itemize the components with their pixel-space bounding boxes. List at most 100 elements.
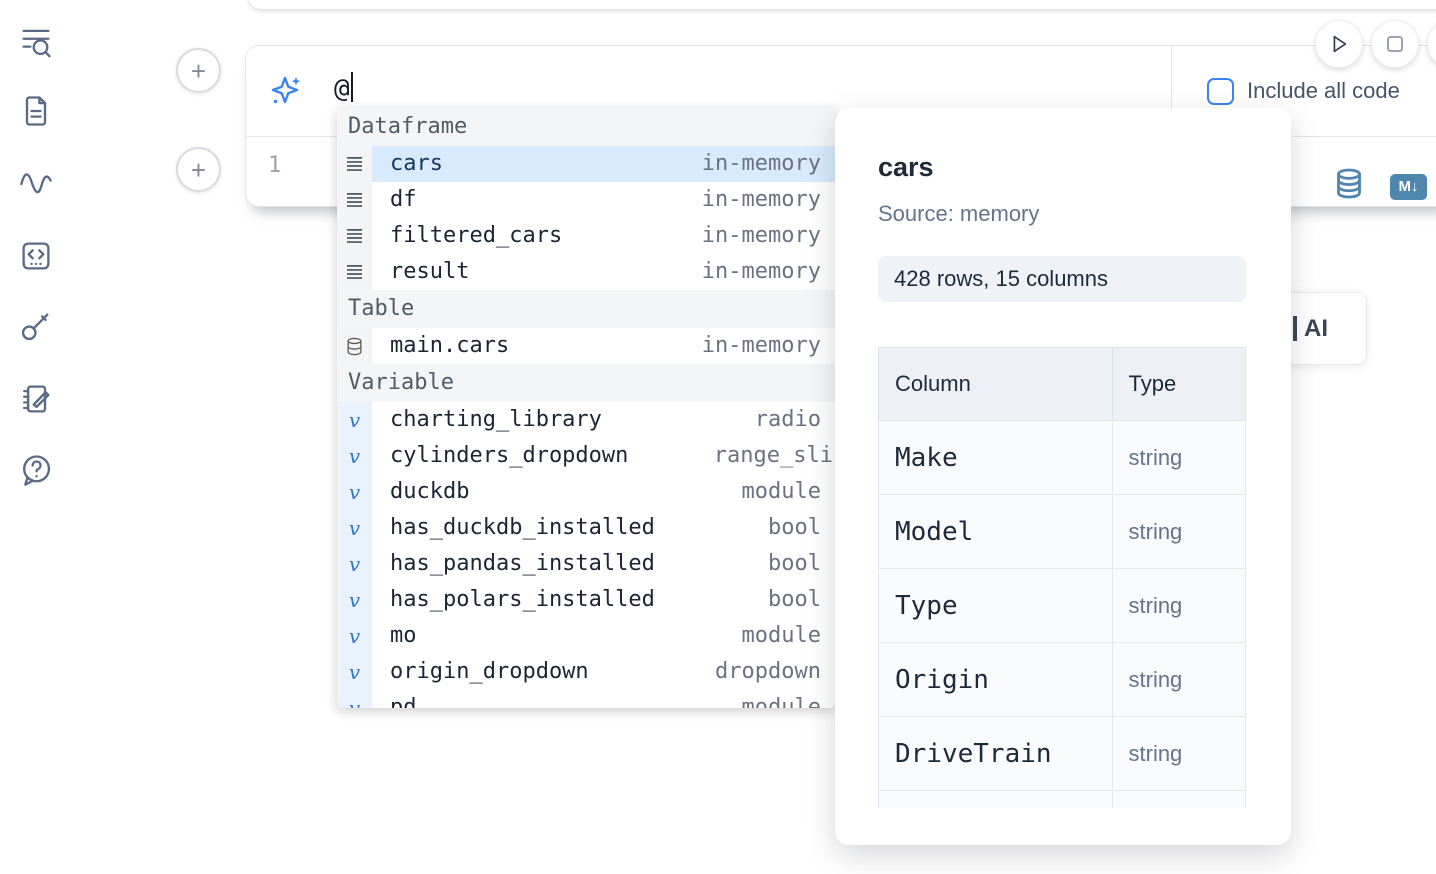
autocomplete-item[interactable]: main.cars in-memory <box>337 328 835 364</box>
section-header: Variable <box>337 364 835 402</box>
item-type: bool <box>768 515 821 540</box>
section-header: Dataframe <box>337 108 835 146</box>
help-icon[interactable] <box>17 452 55 490</box>
include-all-code-checkbox[interactable] <box>1207 77 1234 105</box>
add-cell-button-top[interactable]: + <box>176 48 221 93</box>
item-type: bool <box>768 587 821 612</box>
rows-icon <box>337 254 372 290</box>
variable-icon: v <box>337 510 372 546</box>
item-name: df <box>390 187 417 212</box>
autocomplete-dropdown: Dataframe cars in-memory df in-memory filtere… <box>337 108 835 708</box>
rows-icon <box>337 182 372 218</box>
item-type: module <box>741 623 821 648</box>
sidebar <box>0 0 70 874</box>
autocomplete-item[interactable]: cars in-memory <box>337 146 835 182</box>
col-header-type: Type <box>1111 347 1246 421</box>
item-type: range_sli <box>713 443 833 468</box>
prompt-text: @ <box>334 74 350 104</box>
variable-icon: v <box>337 438 372 474</box>
item-type: in-memory <box>701 151 821 176</box>
variable-icon: v <box>337 402 372 438</box>
autocomplete-item[interactable]: v pd module <box>337 690 835 708</box>
item-name: charting_library <box>390 407 602 432</box>
item-type: dropdown <box>715 659 821 684</box>
table-of-contents-icon[interactable] <box>17 23 55 61</box>
secrets-key-icon[interactable] <box>17 308 55 346</box>
item-type: module <box>741 695 821 708</box>
item-type: radio <box>754 407 821 432</box>
autocomplete-item[interactable]: v origin_dropdown dropdown <box>337 654 835 690</box>
item-name: main.cars <box>390 333 510 358</box>
activity-icon[interactable] <box>17 166 55 204</box>
table-row-clipped <box>878 790 1246 808</box>
item-name: has_pandas_installed <box>390 551 655 576</box>
markdown-cell-toggle-icon[interactable]: M↓ <box>1390 174 1427 200</box>
previous-cell <box>247 0 1436 10</box>
run-cell-button[interactable] <box>1315 20 1363 68</box>
prompt-divider <box>1171 46 1172 136</box>
ai-sparkles-icon <box>269 74 303 113</box>
line-number: 1 <box>268 153 282 178</box>
autocomplete-item[interactable]: result in-memory <box>337 254 835 290</box>
item-name: pd <box>390 695 417 708</box>
item-name: result <box>390 259 470 284</box>
rows-icon <box>337 218 372 254</box>
files-icon[interactable] <box>17 93 55 131</box>
text-caret <box>350 72 354 102</box>
variable-icon: v <box>337 474 372 510</box>
section-header: Table <box>337 290 835 328</box>
item-type: bool <box>768 551 821 576</box>
variable-icon: v <box>337 582 372 618</box>
autocomplete-item[interactable]: v cylinders_dropdown range_sli <box>337 438 835 474</box>
ai-prompt-input[interactable]: @ <box>334 72 354 104</box>
preview-title: cars <box>878 152 934 182</box>
sql-cell-toggle-icon[interactable] <box>1335 168 1363 202</box>
autocomplete-item[interactable]: df in-memory <box>337 182 835 218</box>
item-type: in-memory <box>701 333 821 358</box>
dataframe-preview-panel: cars Source: memory 428 rows, 15 columns… <box>835 108 1291 845</box>
item-name: origin_dropdown <box>390 659 589 684</box>
autocomplete-item[interactable]: v has_duckdb_installed bool <box>337 510 835 546</box>
shape-badge: 428 rows, 15 columns <box>878 256 1246 302</box>
scratchpad-icon[interactable] <box>17 381 55 419</box>
item-type: in-memory <box>701 187 821 212</box>
autocomplete-item[interactable]: v has_pandas_installed bool <box>337 546 835 582</box>
item-name: filtered_cars <box>390 223 563 248</box>
autocomplete-item[interactable]: v has_polars_installed bool <box>337 582 835 618</box>
database-icon <box>337 328 372 364</box>
item-name: duckdb <box>390 479 470 504</box>
item-name: has_polars_installed <box>390 587 655 612</box>
variable-icon: v <box>337 546 372 582</box>
item-type: in-memory <box>701 259 821 284</box>
variable-icon: v <box>337 654 372 690</box>
snippets-icon[interactable] <box>17 238 55 276</box>
variable-icon: v <box>337 690 372 708</box>
add-cell-button-bottom[interactable]: + <box>176 147 221 192</box>
autocomplete-item[interactable]: v charting_library radio <box>337 402 835 438</box>
item-name: cylinders_dropdown <box>390 443 629 468</box>
clipped-glyph <box>1293 316 1297 341</box>
autocomplete-list: Dataframe cars in-memory df in-memory filtere… <box>337 108 835 708</box>
ai-button-label: AI <box>1304 314 1328 342</box>
variable-icon: v <box>337 618 372 654</box>
item-name: has_duckdb_installed <box>390 515 655 540</box>
stop-kernel-button[interactable] <box>1371 20 1419 68</box>
include-all-code-label: Include all code <box>1247 78 1400 103</box>
item-name: cars <box>390 151 443 176</box>
item-type: module <box>741 479 821 504</box>
item-name: mo <box>390 623 417 648</box>
rows-icon <box>337 146 372 182</box>
preview-source: Source: memory <box>878 201 1040 226</box>
col-header-column: Column <box>878 347 1113 421</box>
